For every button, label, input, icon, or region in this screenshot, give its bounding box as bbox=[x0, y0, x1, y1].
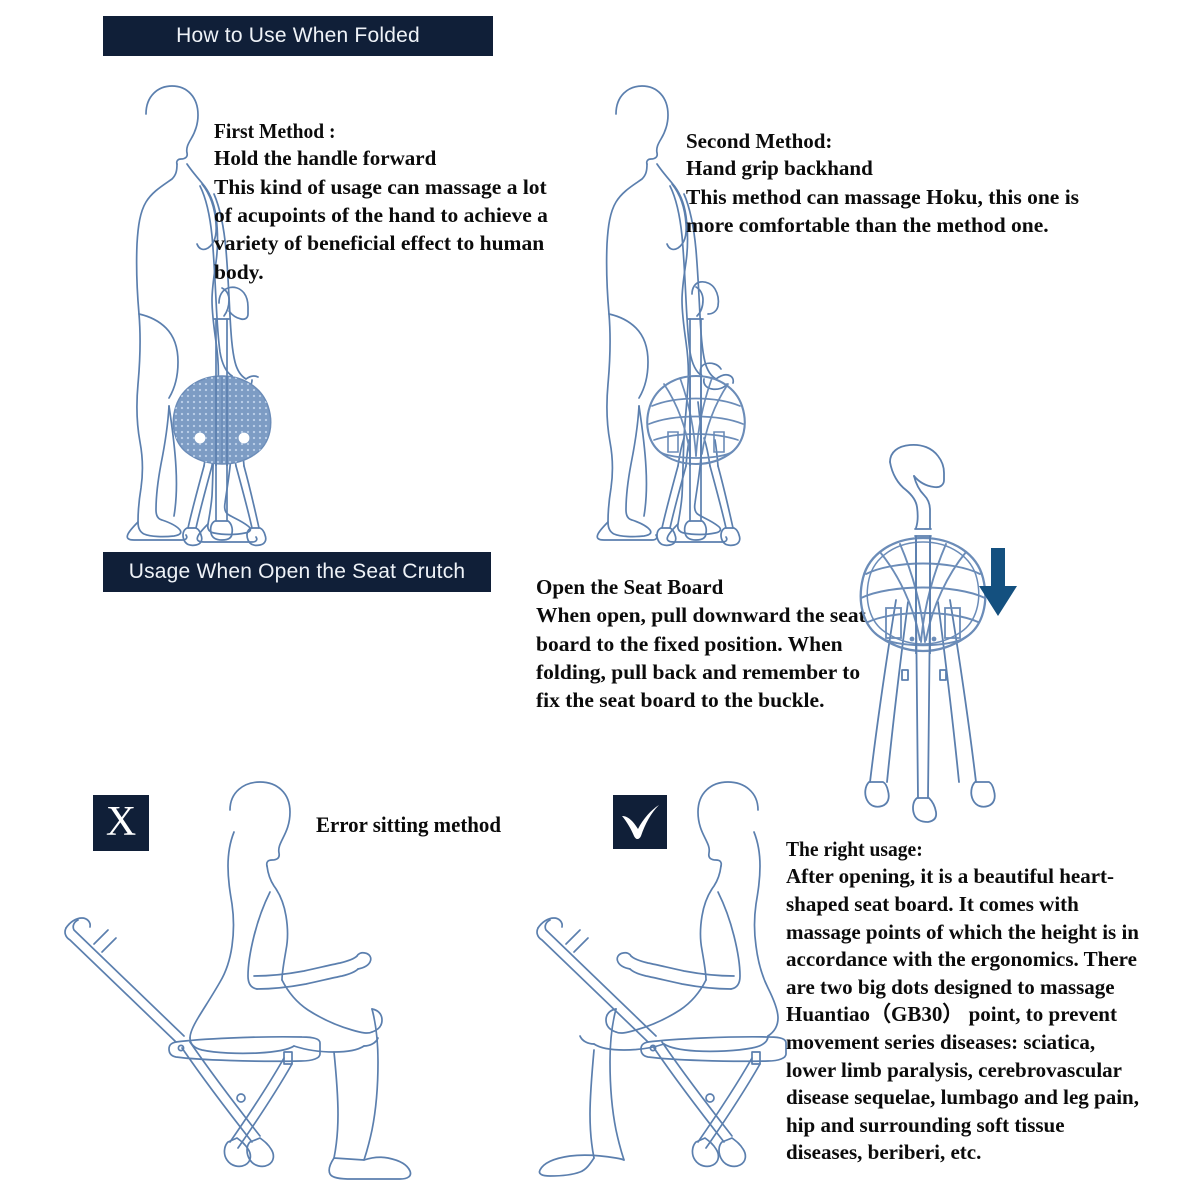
right-usage-heading: The right usage: bbox=[786, 837, 923, 861]
error-marker-box: X bbox=[93, 795, 149, 851]
figure-standing-person-forward-grip bbox=[126, 85, 272, 547]
figure-seat-cane-open bbox=[859, 443, 996, 823]
correct-marker-box bbox=[613, 795, 667, 849]
banner-folded-label: How to Use When Folded bbox=[176, 24, 420, 47]
open-seat-board-heading: Open the Seat Board bbox=[536, 575, 724, 599]
second-method-body: This method can massage Hoku, this one i… bbox=[686, 184, 1080, 237]
first-method-heading: First Method : bbox=[214, 119, 336, 143]
error-sitting-method-label: Error sitting method bbox=[316, 812, 501, 837]
section-banner-how-to-use-when-folded: How to Use When Folded bbox=[103, 16, 493, 56]
right-usage-text-block: The right usage: After opening, it is a … bbox=[786, 836, 1146, 1167]
second-method-text-block: Second Method: Hand grip backhand This m… bbox=[686, 128, 1106, 239]
second-method-heading: Second Method: bbox=[686, 129, 833, 153]
open-seat-board-text-block: Open the Seat Board When open, pull down… bbox=[536, 574, 888, 715]
seat-board-open-lattice bbox=[859, 536, 987, 653]
figure-standing-person-backhand-grip bbox=[596, 85, 746, 547]
downward-arrow-icon bbox=[979, 548, 1017, 616]
seat-board-folded bbox=[172, 375, 272, 466]
figure-sitting-wrong bbox=[64, 781, 412, 1180]
section-banner-usage-when-open: Usage When Open the Seat Crutch bbox=[103, 552, 491, 592]
figure-sitting-correct bbox=[536, 781, 787, 1177]
open-seat-board-body: When open, pull downward the seat board … bbox=[536, 603, 866, 713]
second-method-subheading: Hand grip backhand bbox=[686, 156, 873, 181]
right-usage-body: After opening, it is a beautiful heart-s… bbox=[786, 864, 1139, 1165]
banner-open-label: Usage When Open the Seat Crutch bbox=[128, 560, 466, 583]
first-method-subheading: Hold the handle forward bbox=[214, 146, 437, 171]
check-icon bbox=[622, 805, 659, 839]
x-icon: X bbox=[105, 799, 137, 845]
seat-board-lattice-folded bbox=[646, 374, 746, 466]
first-method-body: This kind of usage can massage a lot of … bbox=[214, 174, 548, 284]
first-method-text-block: First Method : Hold the handle forward T… bbox=[214, 118, 564, 286]
